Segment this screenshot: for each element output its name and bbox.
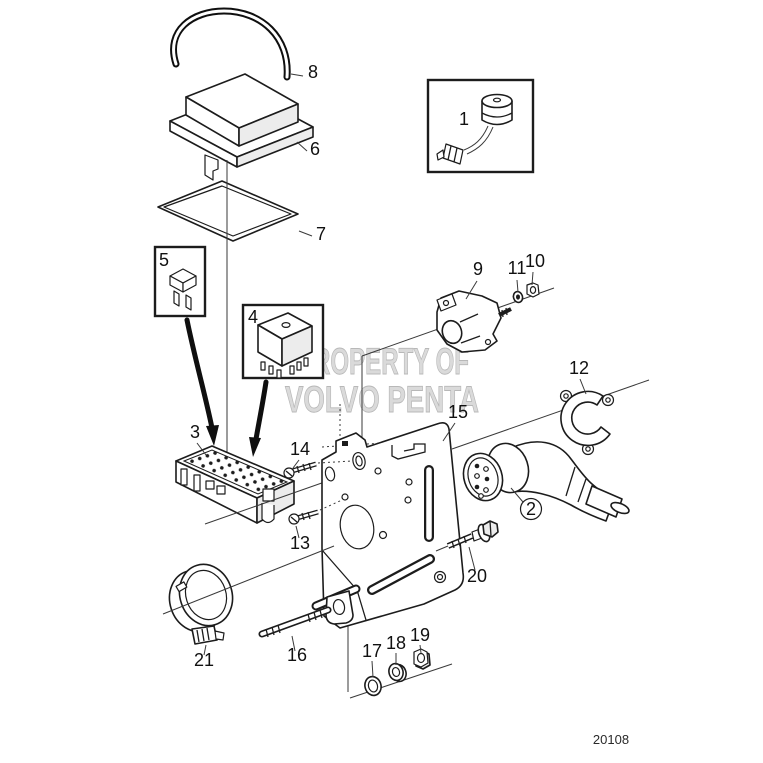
part-1-inset-box <box>426 78 535 174</box>
part-2-connector <box>462 441 630 522</box>
leader-clamp-to-bracket <box>162 545 335 615</box>
part-5-inset-box <box>153 245 207 318</box>
part-11-washer <box>512 290 524 304</box>
part-17-washer <box>364 675 382 697</box>
property-watermark: PROPERTY OF VOLVO PENTA <box>285 341 480 421</box>
part-label-19: 19 <box>410 625 430 645</box>
part-label-16: 16 <box>287 645 307 665</box>
part-15-bracket <box>311 422 465 629</box>
watermark-line-2: VOLVO PENTA <box>285 379 479 420</box>
part-16-stud <box>258 606 332 638</box>
part-19-nut <box>413 648 431 670</box>
part-6-cover <box>169 73 314 181</box>
part-7-gasket <box>157 180 299 242</box>
part-label-17: 17 <box>362 641 382 661</box>
part-21-hose-clamp <box>168 563 234 645</box>
part-label-2: 2 <box>526 499 536 519</box>
arrow-from-box5 <box>184 317 219 446</box>
part-label-10: 10 <box>525 251 545 271</box>
part-label-9: 9 <box>473 259 483 279</box>
part-label-3: 3 <box>190 422 200 442</box>
part-label-4: 4 <box>248 307 258 327</box>
part-label-5: 5 <box>159 250 169 270</box>
part-18-washer <box>388 662 407 683</box>
part-label-6: 6 <box>310 139 320 159</box>
part-8-strap <box>170 7 291 81</box>
part-label-15: 15 <box>448 402 468 422</box>
callout-leader-lines <box>196 73 587 678</box>
part-12-clamp <box>559 389 615 456</box>
part-20-bolt <box>435 520 499 552</box>
watermark-line-1: PROPERTY OF <box>297 341 469 382</box>
part-label-1: 1 <box>459 109 469 129</box>
part-label-13: 13 <box>290 533 310 553</box>
part-9-switch <box>436 290 512 353</box>
part-14-screw <box>283 461 317 479</box>
part-label-20: 20 <box>467 566 487 586</box>
part-label-11: 11 <box>508 258 527 278</box>
part-3-fuse-box <box>175 445 295 524</box>
part-10-nut <box>526 282 540 298</box>
part-label-8: 8 <box>308 62 318 82</box>
part-13-screw <box>288 509 319 525</box>
leader-fusebox-to-bracket <box>204 477 337 525</box>
part-4-inset-box <box>241 303 325 380</box>
part-label-21: 21 <box>194 650 214 670</box>
arrow-from-box4 <box>249 379 269 457</box>
part-label-12: 12 <box>569 358 589 378</box>
part-label-18: 18 <box>386 633 406 653</box>
part-label-2-circled: 2 <box>519 497 543 521</box>
part-label-14: 14 <box>290 439 310 459</box>
callout-labels: 8 6 7 5 4 1 3 9 11 10 12 15 14 13 20 16 … <box>159 62 589 670</box>
part-label-7: 7 <box>316 224 326 244</box>
drawing-number: 20108 <box>593 732 629 747</box>
